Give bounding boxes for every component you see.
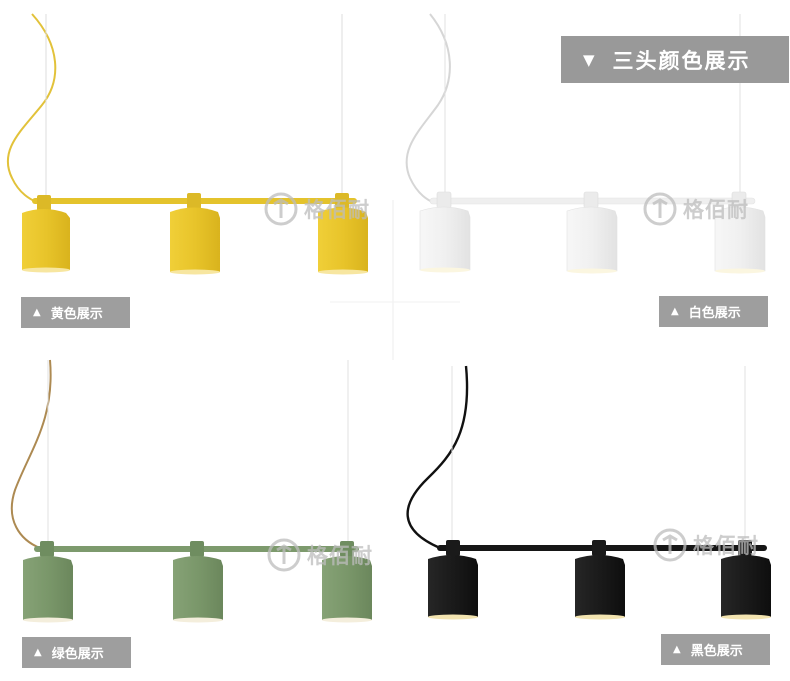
- yellow-lamp: [6, 13, 368, 275]
- watermark-text: 格佰耐: [304, 198, 370, 222]
- black-lamp: [406, 365, 771, 620]
- triangle-up-icon: ▲: [673, 644, 681, 655]
- label-yellow: ▲ 黄色展示: [21, 297, 130, 328]
- label-text: 黄色展示: [50, 307, 103, 322]
- watermark-text: 格佰耐: [693, 534, 759, 558]
- watermark-green: 格佰耐: [267, 538, 373, 572]
- label-text: 黑色展示: [690, 644, 743, 659]
- triangle-up-icon: ▲: [34, 647, 42, 658]
- watermark-black: 格佰耐: [653, 528, 759, 562]
- watermark-logo-icon: [267, 538, 301, 572]
- watermark-logo-icon: [264, 192, 298, 226]
- triangle-up-icon: ▲: [33, 307, 41, 318]
- triangle-down-icon: ▼: [583, 50, 595, 69]
- page-title: 三头颜色展示: [612, 48, 751, 73]
- label-text: 白色展示: [688, 306, 741, 321]
- label-black: ▲ 黑色展示: [661, 634, 770, 665]
- watermark-logo-icon: [643, 192, 677, 226]
- green-lamp: [10, 359, 372, 623]
- watermark-yellow: 格佰耐: [264, 192, 370, 226]
- watermark-text: 格佰耐: [683, 198, 749, 222]
- section-title: ▼ 三头颜色展示: [561, 36, 789, 83]
- label-white: ▲ 白色展示: [659, 296, 768, 327]
- watermark-text: 格佰耐: [307, 544, 373, 568]
- label-green: ▲ 绿色展示: [22, 637, 131, 668]
- white-lamp: [405, 13, 766, 274]
- watermark-logo-icon: [653, 528, 687, 562]
- triangle-up-icon: ▲: [671, 306, 679, 317]
- label-text: 绿色展示: [51, 647, 104, 662]
- watermark-white: 格佰耐: [643, 192, 749, 226]
